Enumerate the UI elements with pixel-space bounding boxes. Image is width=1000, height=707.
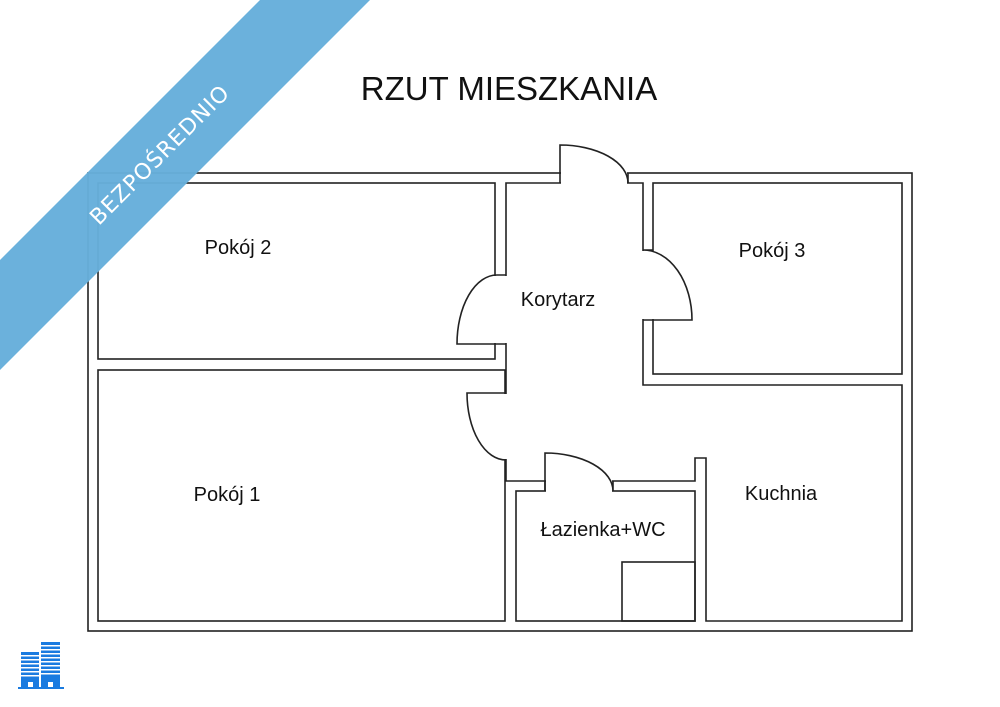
room-pokoj-3 [652, 182, 903, 375]
room-lazienka [515, 490, 696, 622]
label-pokoj-1: Pokój 1 [194, 484, 261, 506]
label-korytarz: Korytarz [521, 289, 595, 311]
shower-tray [621, 561, 696, 622]
label-pokoj-2: Pokój 2 [205, 237, 272, 259]
door-lazienka [544, 452, 614, 492]
plan-title: RZUT MIESZKANIA [361, 70, 657, 107]
outer-wall [87, 172, 913, 632]
room-pokoj-1 [97, 369, 506, 622]
buildings-icon [18, 642, 64, 689]
door-pokoj-3 [642, 249, 693, 321]
door-pokoj-1 [466, 392, 507, 461]
room-korytarz-kuchnia [505, 182, 903, 622]
corner-banner: BEZPOŚREDNIO [0, 0, 370, 370]
label-kuchnia: Kuchnia [745, 483, 818, 505]
door-entrance [559, 144, 629, 184]
label-pokoj-3: Pokój 3 [739, 240, 806, 262]
door-pokoj-2 [456, 274, 506, 345]
label-lazienka: Łazienka+WC [540, 519, 665, 541]
